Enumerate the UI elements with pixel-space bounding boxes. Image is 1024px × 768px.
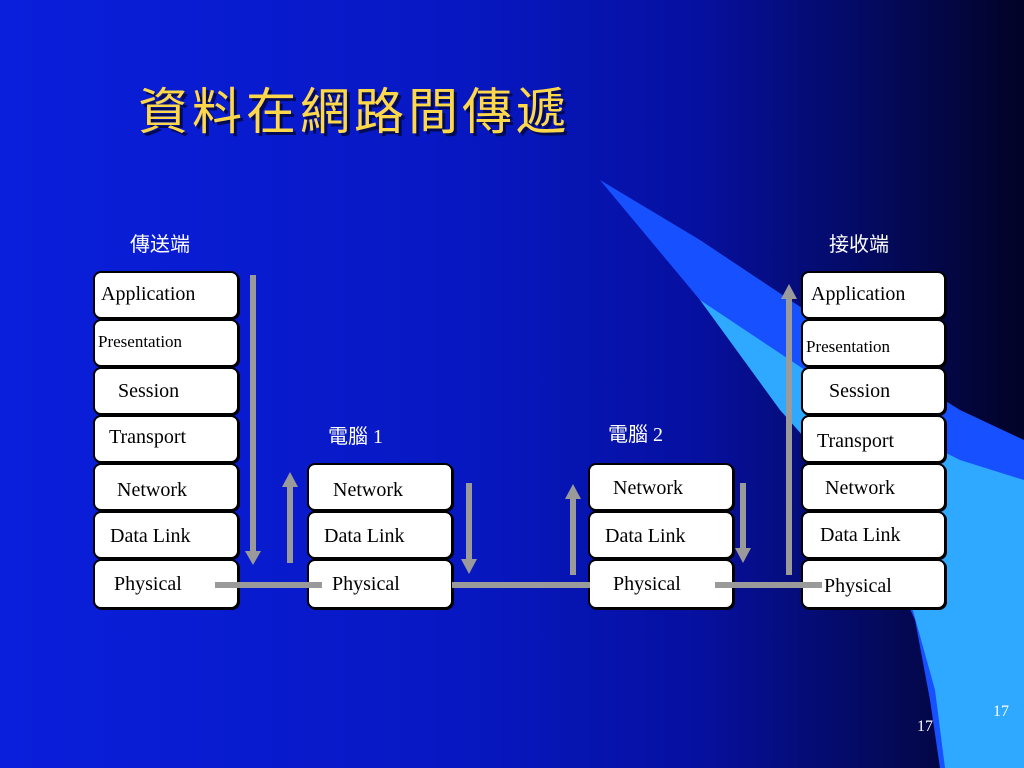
arrow-up-icon (565, 484, 581, 575)
receiver-layer-application (801, 271, 946, 319)
sender-layer-transport (93, 415, 239, 463)
receiver-layer-physical (801, 559, 946, 609)
sender-label-data-link: Data Link (110, 525, 191, 547)
computer2-layer-physical (588, 559, 734, 609)
sender-layer-session (93, 367, 239, 415)
computer2-label-network: Network (613, 477, 683, 499)
receiver-label-session: Session (829, 380, 891, 402)
sender-caption: 傳送端 (130, 232, 190, 256)
receiver-layer-transport (801, 415, 946, 463)
computer1-label-network: Network (333, 479, 403, 501)
sender-label-application: Application (101, 283, 196, 305)
arrow-down-icon (461, 483, 477, 574)
sender-layer-network (93, 463, 239, 511)
arrow-up-icon (781, 284, 797, 575)
receiver-layer-presentation (801, 319, 946, 367)
arrow-down-icon (735, 483, 751, 563)
sender-layer-physical (93, 559, 239, 609)
sender-layer-data-link (93, 511, 239, 559)
arrow-up-icon (282, 472, 298, 563)
computer2-label-data-link: Data Link (605, 525, 686, 547)
receiver-layer-network (801, 463, 946, 511)
computer1-layer-physical (307, 559, 453, 609)
receiver-label-data-link: Data Link (820, 524, 901, 546)
computer1-layer-data-link (307, 511, 453, 559)
sender-label-network: Network (117, 479, 187, 501)
slide-title: 資料在網路間傳遞 (138, 83, 570, 141)
computer2-layer-data-link (588, 511, 734, 559)
page-number-corner: 17 (993, 703, 1009, 720)
computer2-label-physical: Physical (613, 573, 681, 595)
computer1-label-data-link: Data Link (324, 525, 405, 547)
receiver-label-physical: Physical (824, 575, 892, 597)
computer1-label-physical: Physical (332, 573, 400, 595)
sender-label-transport: Transport (109, 426, 187, 448)
receiver-label-transport: Transport (817, 430, 895, 452)
sender-layer-application (93, 271, 239, 319)
arrow-down-icon (245, 275, 261, 565)
sender-layer-presentation (93, 319, 239, 367)
receiver-label-network: Network (825, 477, 895, 499)
receiver-label-application: Application (811, 283, 906, 305)
computer2-layer-network (588, 463, 734, 511)
sender-label-session: Session (118, 380, 180, 402)
receiver-layer-data-link (801, 511, 946, 559)
receiver-label-presentation: Presentation (806, 337, 891, 356)
computer2-caption: 電腦 2 (608, 424, 663, 446)
computer1-layer-network (307, 463, 453, 511)
page-number: 17 (917, 718, 933, 735)
sender-label-presentation: Presentation (98, 332, 183, 351)
computer1-caption: 電腦 1 (328, 426, 383, 448)
receiver-layer-session (801, 367, 946, 415)
receiver-caption: 接收端 (829, 232, 889, 256)
sender-label-physical: Physical (114, 573, 182, 595)
decor-swoosh-light (700, 300, 1024, 768)
